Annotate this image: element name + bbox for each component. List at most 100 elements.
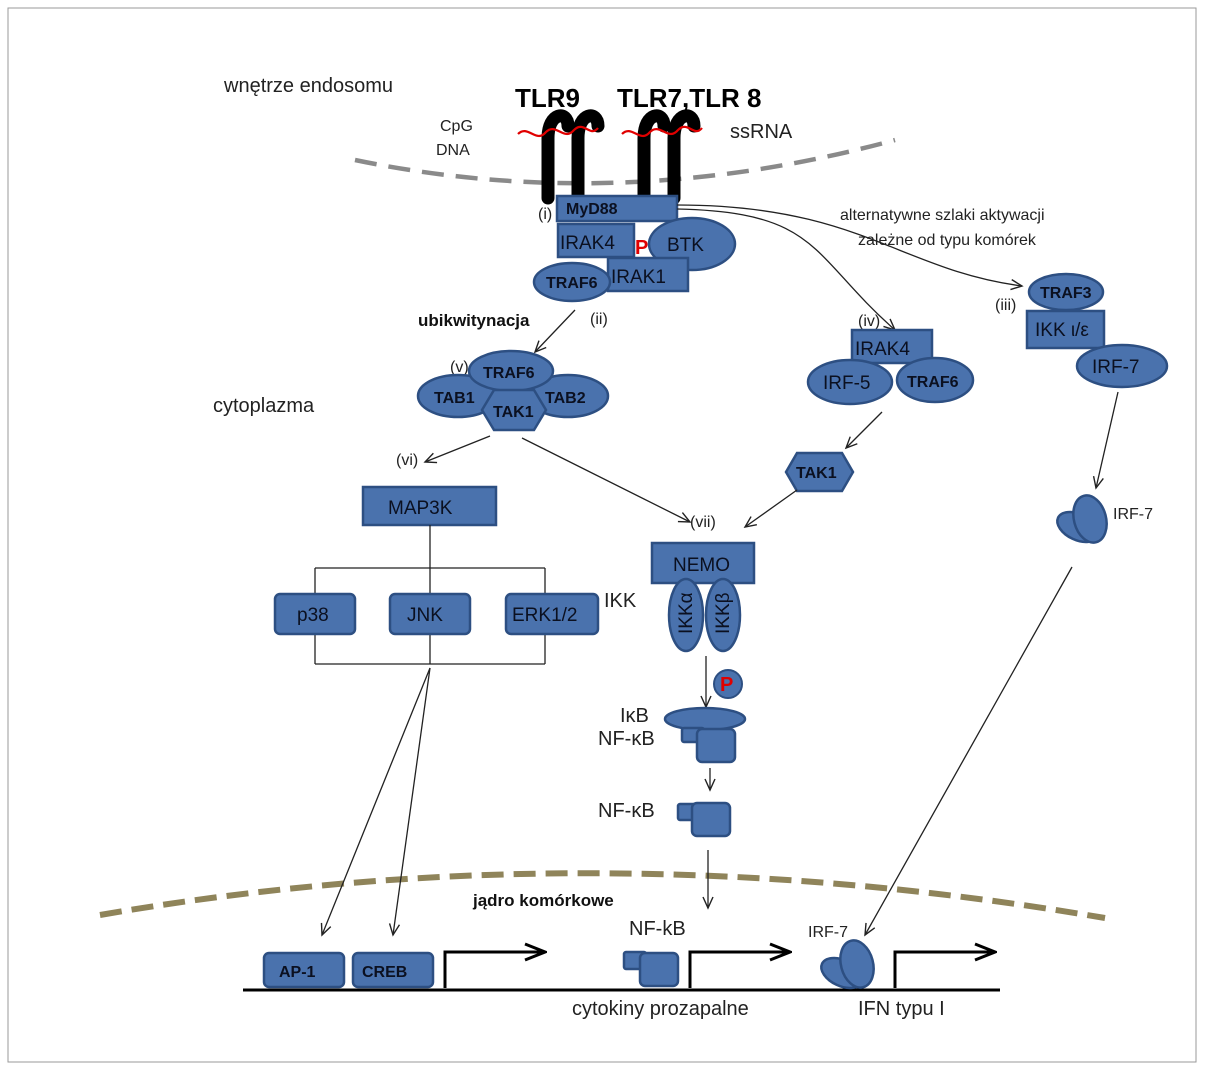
map3k-branch-lines <box>314 525 546 665</box>
p38-node <box>273 592 357 636</box>
nfkb-subunit-large-a <box>695 727 737 764</box>
nfkb-nucleus-label: NF-kB <box>629 918 686 940</box>
dna-label: DNA <box>436 142 470 159</box>
arrow-tak1-to-nemo <box>521 437 692 523</box>
arrow-irak4b-to-tak1b <box>844 411 883 450</box>
ikka-node <box>667 577 705 653</box>
map3k-node <box>361 485 498 527</box>
irf7-cyto-label: IRF-7 <box>1113 506 1153 523</box>
ikk-ie-node <box>1025 309 1106 350</box>
ap1-node <box>262 951 346 989</box>
ikk-ie-text: IKK ι/ε <box>1035 320 1089 341</box>
ikkb-node <box>704 577 742 653</box>
step-v-label: (v) <box>450 359 469 376</box>
arrow-mapk-to-creb <box>388 667 431 937</box>
creb-node <box>351 951 435 989</box>
ap1-text: AP-1 <box>279 964 316 981</box>
ikb-label: IκB <box>620 705 649 727</box>
p38-text: p38 <box>297 605 329 626</box>
irak4-node <box>556 222 636 259</box>
alt-pathways-label-2: zależne od typu komórek <box>858 232 1037 249</box>
traf6-text-b: TRAF6 <box>483 365 535 382</box>
cpg-label: CpG <box>440 118 473 135</box>
irak4-text: IRAK4 <box>560 233 615 254</box>
irak4-node-b <box>850 328 934 365</box>
traf6-text-c: TRAF6 <box>907 374 959 391</box>
arrow-ubiquitination <box>533 309 576 354</box>
nfkb-label-2: NF-κB <box>598 800 655 822</box>
map3k-text: MAP3K <box>388 498 453 519</box>
nfkb-label-1: NF-κB <box>598 728 655 750</box>
step-vii-label: (vii) <box>690 514 716 531</box>
irf7-nucleus-label: IRF-7 <box>808 924 848 941</box>
arrow-myd88-to-irak4b <box>676 208 897 332</box>
nuclear-membrane <box>99 870 1106 921</box>
erk-text: ERK1/2 <box>512 605 577 626</box>
tak1-text-a: TAK1 <box>493 404 534 421</box>
tlr9-receptor <box>541 109 605 205</box>
ifn-label: IFN typu I <box>858 998 945 1020</box>
phospho-ikb-circle <box>713 669 743 699</box>
ikb-node <box>663 706 747 732</box>
jnk-node <box>388 592 472 636</box>
irak1-text: IRAK1 <box>611 267 666 288</box>
step-iv-label: (iv) <box>858 313 880 330</box>
traf6-node-a <box>532 261 612 303</box>
alt-pathways-label-1: alternatywne szlaki aktywacji <box>840 207 1045 224</box>
cpg-dna-ligand <box>517 125 599 138</box>
step-vi-label: (vi) <box>396 452 418 469</box>
tab2-text: TAB2 <box>545 390 586 407</box>
tak1-text-b: TAK1 <box>796 465 837 482</box>
irf7-node <box>1075 343 1169 389</box>
arrow-irf7-dimerize <box>1092 391 1119 490</box>
irf7-dimer-cyto <box>1056 494 1108 544</box>
tak1-node-b <box>784 451 855 493</box>
myd88-text: MyD88 <box>566 201 618 218</box>
tlr78-label: TLR7,TLR 8 <box>617 83 761 113</box>
step-ii-label: (ii) <box>590 311 608 328</box>
traf3-text: TRAF3 <box>1040 285 1092 302</box>
irf7-text: IRF-7 <box>1092 357 1140 378</box>
irf5-text: IRF-5 <box>823 373 871 394</box>
arrow-tak1b-to-nemo <box>743 489 798 528</box>
frame-border <box>7 7 1197 1063</box>
phospho-irak4: P <box>635 237 648 259</box>
step-iii-label: (iii) <box>995 297 1016 314</box>
myd88-node <box>555 194 679 223</box>
nemo-node <box>650 541 756 585</box>
nucleus-label: jądro komórkowe <box>472 891 614 910</box>
ubiquitination-label: ubikwitynacja <box>418 311 530 330</box>
transcription-arrow-irf7 <box>893 952 995 988</box>
arrow-tak1-to-map3k <box>423 435 491 464</box>
jnk-text: JNK <box>407 605 443 626</box>
nfkb-subunit-large-b <box>690 801 732 838</box>
endosome-label: wnętrze endosomu <box>223 75 393 97</box>
nemo-text: NEMO <box>673 555 730 576</box>
ikk-label: IKK <box>604 590 637 612</box>
ssrna-ligand <box>621 125 703 138</box>
traf6-text-a: TRAF6 <box>546 275 598 292</box>
arrow-myd88-to-traf3 <box>676 204 1024 291</box>
tlr78-receptor <box>637 109 701 205</box>
cytokines-label: cytokiny prozapalne <box>572 998 749 1020</box>
creb-text: CREB <box>362 964 407 981</box>
step-i-label: (i) <box>538 206 552 223</box>
tab1-text: TAB1 <box>434 390 475 407</box>
ssrna-label: ssRNA <box>730 121 793 143</box>
tlr9-label: TLR9 <box>515 83 580 113</box>
phospho-ikb: P <box>720 674 733 696</box>
erk-node <box>504 592 600 636</box>
transcription-arrow-nfkb <box>688 952 790 988</box>
nfkb-subunit-large-c <box>638 951 680 988</box>
btk-text: BTK <box>667 235 704 256</box>
arrow-mapk-to-ap1 <box>320 667 431 937</box>
ikka-text: IKKα <box>676 592 697 634</box>
irf7-dimer-nucleus <box>820 939 875 990</box>
irf5-node <box>806 358 894 406</box>
traf6-node-c <box>895 356 975 404</box>
arrow-irf7-to-nucleus <box>864 566 1073 937</box>
cytoplasm-label: cytoplazma <box>213 395 315 417</box>
ikkb-text: IKKβ <box>713 592 734 634</box>
